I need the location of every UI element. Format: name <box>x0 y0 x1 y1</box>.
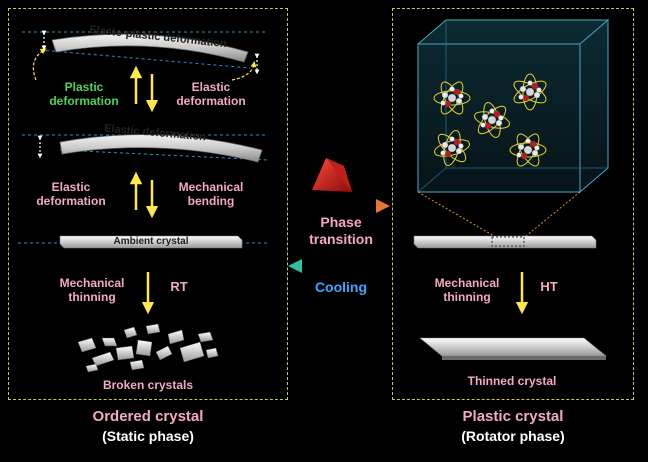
reversible-arrows-top <box>129 65 159 113</box>
molecule <box>509 133 547 167</box>
molecule <box>513 73 547 111</box>
thinned-crystal-label: Thinned crystal <box>467 374 557 388</box>
molecule <box>434 130 470 166</box>
rotator-phase-caption: (Rotator phase) <box>461 428 565 444</box>
ordered-crystal-caption: Ordered crystal <box>92 408 204 425</box>
rotating-molecules <box>433 73 547 167</box>
zoom-line-left <box>417 191 495 237</box>
molecule <box>433 81 471 115</box>
static-phase-caption: (Static phase) <box>102 428 194 444</box>
heat-icon <box>312 158 352 192</box>
cooling-arrow <box>288 259 384 273</box>
molecule <box>474 102 510 138</box>
ambient-crystal-label: Ambient crystal <box>113 236 189 247</box>
reversible-arrows-bending <box>129 171 159 219</box>
broken-crystals-label: Broken crystals <box>102 378 194 392</box>
plastic-crystal-panel <box>392 8 634 400</box>
ht-label: HT <box>540 279 558 294</box>
elastic-beam <box>22 134 269 163</box>
plastic-crystal-caption: Plastic crystal <box>462 408 564 425</box>
ambient-crystal-slab <box>18 235 270 249</box>
rt-label: RT <box>170 279 188 294</box>
elasto-plastic-beam <box>22 30 268 81</box>
broken-crystals <box>77 323 219 373</box>
cooling-label: Cooling <box>314 279 368 295</box>
ordered-crystal-panel <box>8 8 288 400</box>
zoom-line-right <box>525 191 581 237</box>
phase-transition-arrow <box>296 199 390 213</box>
plastic-crystal-slab <box>413 235 597 249</box>
thinned-crystal <box>419 337 607 360</box>
